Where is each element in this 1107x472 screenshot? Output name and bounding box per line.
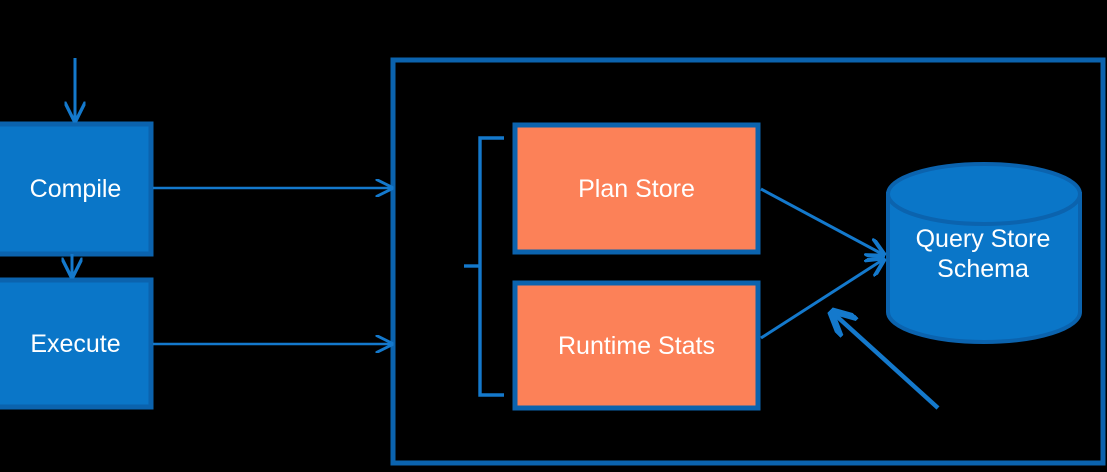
compile-box[interactable] (0, 121, 154, 257)
plan-store-box[interactable] (512, 122, 761, 255)
plan-store-to-schema-arrow (760, 187, 884, 255)
external-to-schema-arrow (832, 312, 940, 410)
runtime-stats-box[interactable] (512, 280, 761, 411)
query-store-schema-cylinder[interactable] (886, 162, 1082, 344)
query-store-boundary (390, 57, 1106, 466)
execute-box[interactable] (0, 277, 154, 410)
in-memory-bracket (464, 136, 504, 397)
runtime-stats-to-schema-arrow (760, 259, 884, 340)
